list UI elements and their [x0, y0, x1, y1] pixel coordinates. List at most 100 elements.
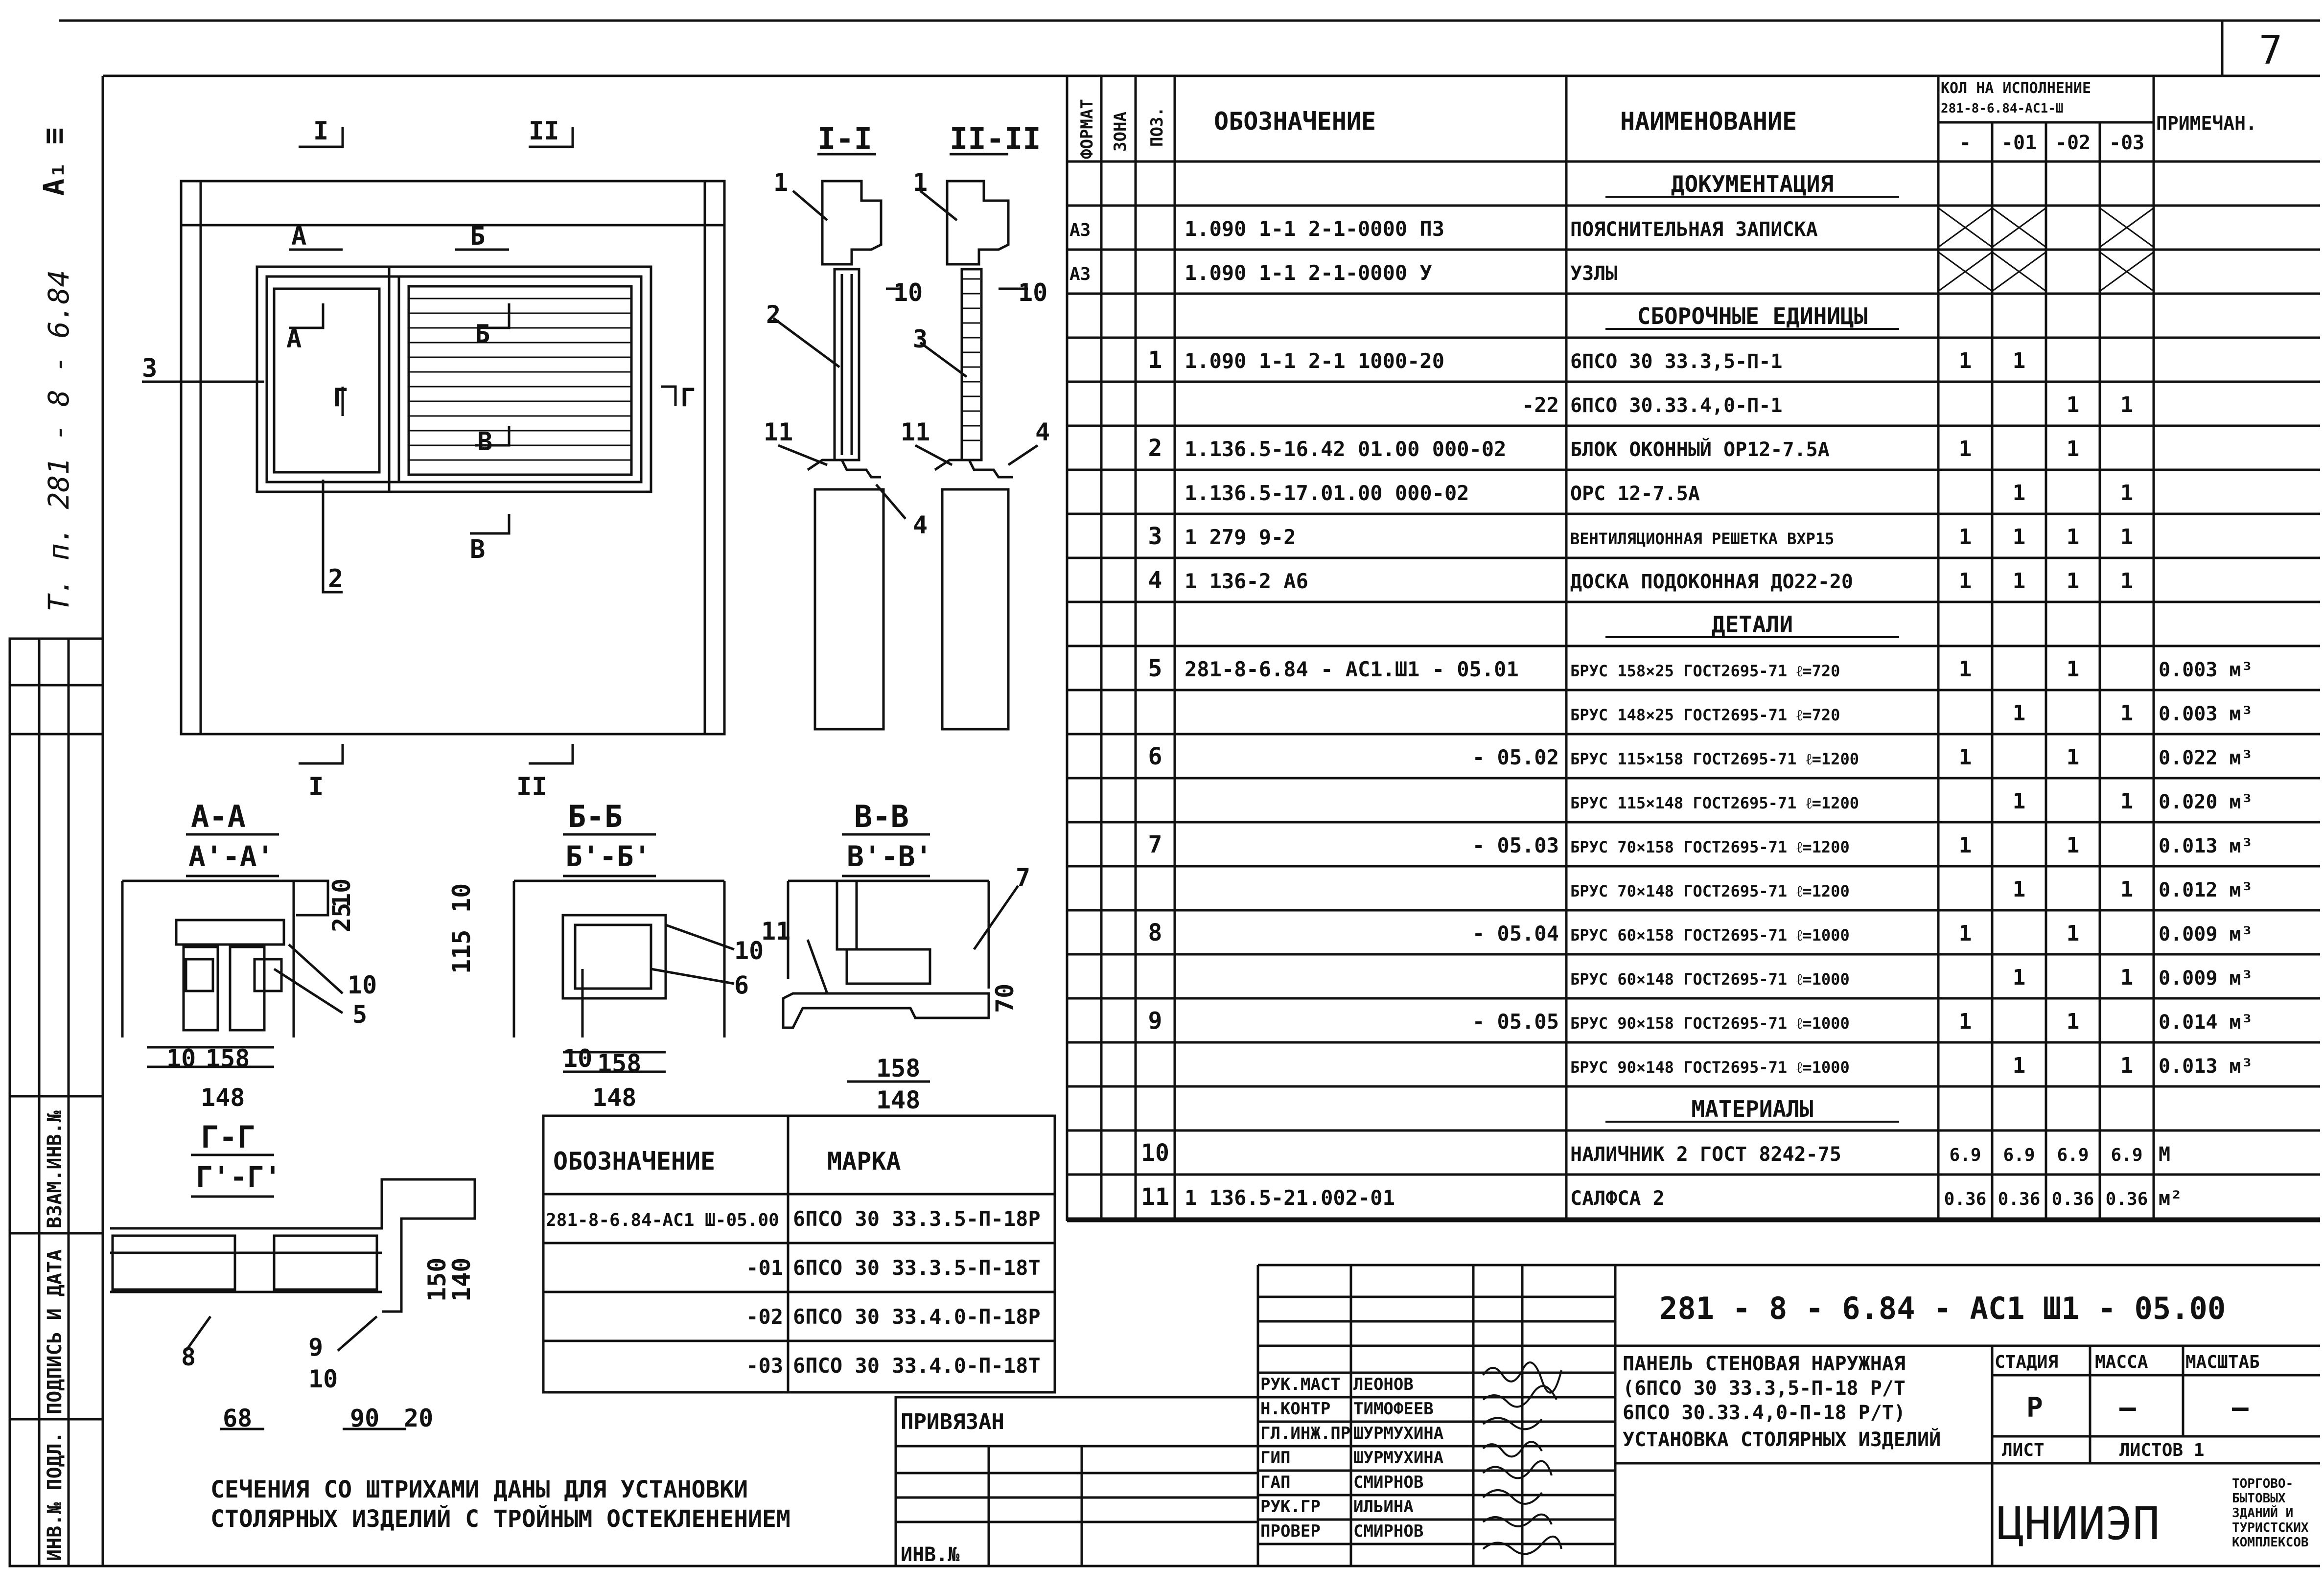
spec-pos: 11	[1141, 1183, 1169, 1211]
spec-note: 0.014 м³	[2159, 1011, 2253, 1034]
spec-note: 0.013 м³	[2159, 835, 2253, 857]
facade-mark-i-bottom: I	[308, 772, 324, 802]
spec-name: БРУС 90×148 ГОСТ2695-71 ℓ=1000	[1570, 1058, 1850, 1077]
section-callout-2: 2	[766, 300, 781, 329]
gg-subtitle: Г'-Г'	[196, 1160, 281, 1194]
gg-dim-140: 140	[447, 1258, 476, 1302]
spec-qty: 1	[2013, 348, 2026, 373]
spec-designation: - 05.02	[1472, 745, 1559, 769]
spec-crossed-cell	[2099, 207, 2154, 248]
signature-scribbles	[1482, 1361, 1562, 1555]
spec-header-variant-1: -01	[2001, 132, 2037, 154]
spec-header-pos: ПОЗ.	[1147, 107, 1167, 147]
aa-callout-10: 10	[348, 971, 377, 999]
stage-value: Р	[2026, 1392, 2043, 1424]
spec-pos: 1	[1148, 346, 1162, 374]
spec-qty: 1	[2120, 569, 2134, 594]
section-i-title: I-I	[817, 121, 872, 157]
section-callout-4a: 4	[913, 511, 928, 539]
signature-role: ГИП	[1260, 1448, 1290, 1468]
spec-designation: 1.090 1-1 2-1 1000-20	[1185, 349, 1444, 373]
section-callout-1b: 1	[913, 168, 928, 197]
aa-dim-158: 158	[206, 1044, 250, 1073]
spec-section-title: ДОКУМЕНТАЦИЯ	[1671, 171, 1834, 197]
spec-qty: 1	[2013, 481, 2026, 506]
spec-crossed-cell	[1992, 251, 2046, 292]
spec-header-name: НАИМЕНОВАНИЕ	[1620, 107, 1797, 136]
facade-letter-g2: Г	[680, 383, 696, 413]
marks-row-1-des: -01	[746, 1256, 783, 1280]
spec-header-note: ПРИМЕЧАН.	[2156, 113, 2257, 134]
gg-callout-10: 10	[308, 1365, 338, 1393]
spec-pos: 3	[1148, 523, 1162, 550]
spec-qty: 1	[1959, 569, 1972, 594]
note-line-2: СТОЛЯРНЫХ ИЗДЕЛИЙ С ТРОЙНЫМ ОСТЕКЛЕНЕНИЕ…	[210, 1505, 790, 1533]
spec-pos: 2	[1148, 435, 1162, 462]
spec-header-variant-2: -02	[2055, 132, 2091, 154]
spec-note: 0.013 м³	[2159, 1055, 2253, 1078]
marks-row-2-mark: 6ПСО 30 33.4.0-П-18Р	[793, 1305, 1041, 1329]
spec-qty: 1	[2120, 481, 2134, 506]
spec-qty: 1	[1959, 745, 1972, 770]
aa-title: А-А	[191, 799, 246, 834]
spec-note: 0.003 м³	[2159, 703, 2253, 725]
spec-qty: 1	[2120, 1053, 2134, 1078]
spec-designation: 1.090 1-1 2-1-0000 У	[1185, 261, 1432, 285]
spec-designation: 1 279 9-2	[1185, 525, 1296, 549]
spec-pos: 4	[1148, 567, 1162, 594]
aa-dim-10: 10	[166, 1044, 196, 1073]
section-callout-3: 3	[913, 325, 928, 353]
title-line-0: ПАНЕЛЬ СТЕНОВАЯ НАРУЖНАЯ	[1623, 1353, 1906, 1375]
spec-qty: 1	[2013, 877, 2026, 902]
spec-note: 0.003 м³	[2159, 659, 2253, 681]
spec-crossed-cell	[2099, 251, 2154, 292]
gg-dim-20: 20	[404, 1404, 433, 1432]
aa-callout-5: 5	[352, 1000, 367, 1029]
spec-section-title: СБОРОЧНЫЕ ЕДИНИЦЫ	[1637, 303, 1868, 329]
facade-letter-v1: В	[477, 427, 492, 457]
org-sub-0: ТОРГОВО-	[2232, 1476, 2293, 1491]
gg-dim-90: 90	[350, 1404, 379, 1432]
spec-pos: 10	[1141, 1139, 1169, 1167]
spec-qty: 6.9	[2057, 1145, 2089, 1165]
section-callout-4b: 4	[1035, 418, 1050, 446]
signature-role: Н.КОНТР	[1260, 1399, 1330, 1419]
stamp-inv-orig: ИНВ.№ ПОДЛ.	[44, 1431, 66, 1561]
spec-qty: 1	[2013, 701, 2026, 726]
spec-pos: 8	[1148, 919, 1162, 946]
spec-header-variant-3: -03	[2109, 132, 2144, 154]
signature-role: ПРОВЕР	[1260, 1521, 1321, 1541]
org-sub-2: ЗДАНИЙ И	[2232, 1505, 2293, 1521]
facade-letter-a2: А	[286, 324, 302, 354]
scale-value: —	[2232, 1392, 2249, 1424]
col-header-stage: СТАДИЯ	[1995, 1352, 2058, 1372]
spec-qty: 1	[2120, 392, 2134, 417]
vv-callout-11: 11	[761, 917, 790, 945]
gg-callout-8: 8	[181, 1343, 196, 1371]
section-hatch	[963, 278, 980, 441]
stamp-sign-date: ПОДПИСЬ И ДАТА	[44, 1249, 66, 1414]
spec-designation: 1.090 1-1 2-1-0000 ПЗ	[1185, 217, 1444, 241]
vv-dim-148: 148	[876, 1086, 920, 1114]
facade-callout-3: 3	[142, 354, 157, 383]
bb-subtitle: Б'-Б'	[565, 840, 651, 873]
marks-row-0-mark: 6ПСО 30 33.3.5-П-18Р	[793, 1207, 1041, 1231]
vv-dim-158: 158	[876, 1054, 920, 1083]
note-line-1: СЕЧЕНИЯ СО ШТРИХАМИ ДАНЫ ДЛЯ УСТАНОВКИ	[210, 1476, 748, 1503]
inv-label: ИНВ.№	[901, 1544, 959, 1566]
spec-designation: 1.136.5-16.42 01.00 000-02	[1185, 437, 1506, 461]
spec-qty: 1	[2120, 789, 2134, 814]
bb-title: Б-Б	[568, 799, 623, 834]
bb-callout-10: 10	[734, 937, 764, 965]
spec-qty: 1	[2120, 701, 2134, 726]
spec-qty: 1	[2067, 437, 2080, 461]
col-header-scale: МАСШТАБ	[2185, 1352, 2260, 1372]
spec-qty: 1	[1959, 525, 1972, 550]
facade-hatch	[409, 298, 631, 461]
bb-dim-148: 148	[592, 1083, 636, 1112]
spec-qty: 0.36	[1944, 1189, 1987, 1209]
spec-designation: 1 136-2 А6	[1185, 569, 1308, 593]
spec-qty: 1	[1959, 657, 1972, 682]
signature-name: ШУРМУХИНА	[1353, 1424, 1443, 1443]
